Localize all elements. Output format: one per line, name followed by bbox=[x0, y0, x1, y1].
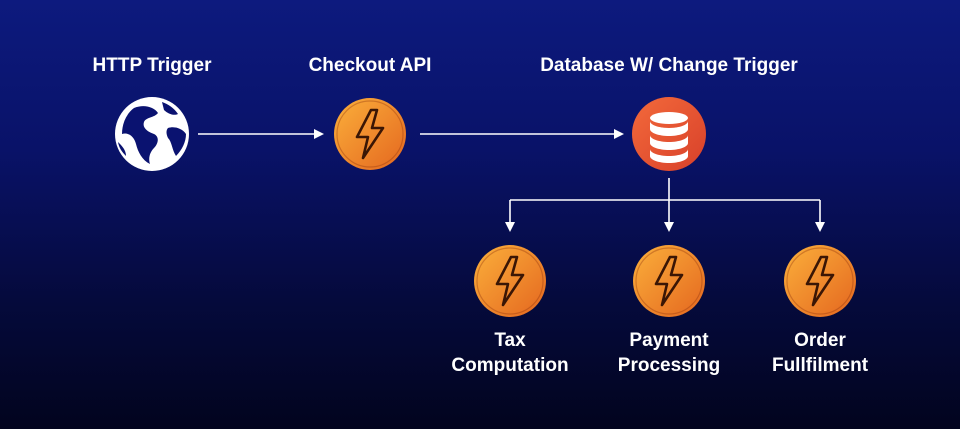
tax-label-line1: Tax bbox=[494, 330, 526, 351]
lightning-icon bbox=[632, 244, 706, 318]
globe-icon bbox=[115, 97, 189, 171]
payment-label-line2: Processing bbox=[617, 355, 721, 376]
payment-label-line1: Payment bbox=[629, 330, 709, 351]
checkout-api-label: Checkout API bbox=[308, 55, 432, 76]
http-trigger-label: HTTP Trigger bbox=[92, 55, 212, 76]
lightning-icon bbox=[783, 244, 857, 318]
payment-processing-label: Payment Processing bbox=[589, 328, 749, 378]
order-label-line1: Order bbox=[794, 330, 846, 351]
branch-connector bbox=[505, 178, 825, 232]
database-label: Database W/ Change Trigger bbox=[540, 55, 798, 76]
lightning-icon bbox=[333, 97, 407, 171]
order-fulfilment-label: Order Fullfilment bbox=[740, 328, 900, 378]
tax-label-line2: Computation bbox=[451, 355, 569, 376]
database-icon bbox=[632, 97, 706, 171]
lightning-icon bbox=[473, 244, 547, 318]
order-label-line2: Fullfilment bbox=[771, 355, 869, 376]
tax-computation-label: Tax Computation bbox=[430, 328, 590, 378]
